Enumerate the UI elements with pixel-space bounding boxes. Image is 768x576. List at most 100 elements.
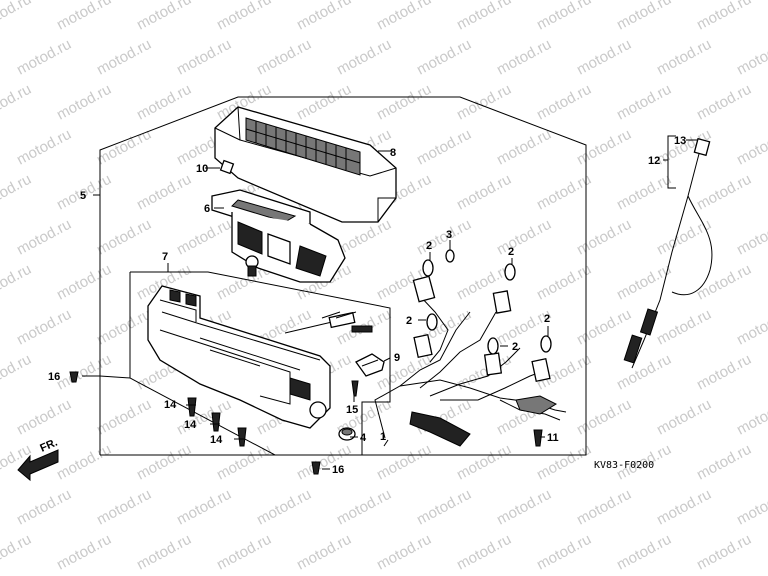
watermark-text: motod.ru bbox=[94, 306, 154, 349]
callout-12: 12 bbox=[648, 155, 660, 167]
watermark-text: motod.ru bbox=[0, 531, 34, 574]
meter-unit-part bbox=[211, 189, 346, 283]
watermark-text: motod.ru bbox=[534, 0, 594, 34]
watermark-text: motod.ru bbox=[94, 396, 154, 439]
watermark-text: motod.ru bbox=[0, 261, 34, 304]
watermark-text: motod.ru bbox=[334, 36, 394, 79]
callout-4: 4 bbox=[360, 432, 367, 444]
watermark-text: motod.ru bbox=[694, 81, 754, 124]
watermark-text: motod.ru bbox=[294, 531, 354, 574]
watermark-text: motod.ru bbox=[534, 81, 594, 124]
speedometer-cable-part bbox=[623, 137, 713, 369]
watermark-text: motod.ru bbox=[294, 441, 354, 484]
callout-2-top-left: 2 bbox=[426, 240, 432, 252]
callout-3: 3 bbox=[446, 229, 452, 241]
lower-case-part bbox=[147, 285, 331, 429]
watermark-text: motod.ru bbox=[374, 531, 434, 574]
watermark-text: motod.ru bbox=[134, 171, 194, 214]
watermark-text: motod.ru bbox=[134, 441, 194, 484]
cap-part-4 bbox=[338, 427, 356, 441]
watermark-text: motod.ru bbox=[614, 171, 674, 214]
callout-14-first: 14 bbox=[164, 399, 177, 411]
watermark-text: motod.ru bbox=[0, 351, 34, 394]
callout-7: 7 bbox=[162, 251, 168, 263]
watermark-text: motod.ru bbox=[614, 261, 674, 304]
watermark-text: motod.ru bbox=[734, 486, 768, 529]
watermark-text: motod.ru bbox=[574, 126, 634, 169]
watermark-text: motod.ru bbox=[454, 531, 514, 574]
watermark-text: motod.ru bbox=[694, 441, 754, 484]
watermark-text: motod.ru bbox=[94, 216, 154, 259]
watermark-text: motod.ru bbox=[0, 81, 34, 124]
watermark-text: motod.ru bbox=[454, 441, 514, 484]
watermark-text: motod.ru bbox=[214, 0, 274, 34]
watermark-text: motod.ru bbox=[14, 306, 74, 349]
callout-1: 1 bbox=[380, 431, 386, 443]
watermark-text: motod.ru bbox=[574, 486, 634, 529]
watermark-text: motod.ru bbox=[614, 0, 674, 34]
watermark-text: motod.ru bbox=[54, 81, 114, 124]
watermark-text: motod.ru bbox=[534, 531, 594, 574]
watermark-text: motod.ru bbox=[54, 0, 114, 34]
watermark-text: motod.ru bbox=[574, 396, 634, 439]
watermark-text: motod.ru bbox=[54, 441, 114, 484]
watermark-text: motod.ru bbox=[614, 351, 674, 394]
watermark-text: motod.ru bbox=[254, 486, 314, 529]
callout-15: 15 bbox=[346, 404, 358, 416]
callout-16-bottom: 16 bbox=[332, 464, 344, 476]
watermark-text: motod.ru bbox=[14, 36, 74, 79]
watermark-text: motod.ru bbox=[94, 486, 154, 529]
watermark-text: motod.ru bbox=[414, 486, 474, 529]
callout-5: 5 bbox=[80, 190, 86, 202]
watermark-text: motod.ru bbox=[54, 261, 114, 304]
watermark-text: motod.ru bbox=[654, 486, 714, 529]
watermark-text: motod.ru bbox=[374, 441, 434, 484]
watermark-text: motod.ru bbox=[454, 0, 514, 34]
assembly-boundary bbox=[99, 96, 587, 456]
watermark-text: motod.ru bbox=[694, 351, 754, 394]
watermark-text: motod.ru bbox=[574, 216, 634, 259]
bulbs-part-2 bbox=[422, 249, 552, 355]
watermark-text: motod.ru bbox=[414, 126, 474, 169]
grommet-part-9 bbox=[355, 353, 385, 377]
watermark-text: motod.ru bbox=[654, 216, 714, 259]
watermark-text: motod.ru bbox=[414, 36, 474, 79]
watermark-text: motod.ru bbox=[694, 0, 754, 34]
watermark-text: motod.ru bbox=[454, 81, 514, 124]
watermark-text: motod.ru bbox=[574, 36, 634, 79]
screw-part-11 bbox=[533, 429, 543, 447]
watermark-text: motod.ru bbox=[494, 486, 554, 529]
watermark-text: motod.ru bbox=[174, 216, 234, 259]
watermark-text: motod.ru bbox=[374, 351, 434, 394]
watermark-text: motod.ru bbox=[694, 171, 754, 214]
subassembly-boundary bbox=[129, 271, 391, 456]
watermark-text: motod.ru bbox=[14, 216, 74, 259]
callout-2-right: 2 bbox=[544, 313, 550, 325]
watermark-text: motod.ru bbox=[494, 36, 554, 79]
watermark-text: motod.ru bbox=[574, 306, 634, 349]
watermark-text: motod.ru bbox=[214, 531, 274, 574]
watermark-text: motod.ru bbox=[734, 36, 768, 79]
watermark-text: motod.ru bbox=[374, 0, 434, 34]
upper-case-part bbox=[214, 106, 397, 223]
watermark-text: motod.ru bbox=[694, 531, 754, 574]
grille bbox=[245, 117, 361, 176]
watermark-text: motod.ru bbox=[534, 171, 594, 214]
watermark-text: motod.ru bbox=[54, 531, 114, 574]
watermark-text: motod.ru bbox=[694, 261, 754, 304]
callout-2-middle-left: 2 bbox=[406, 315, 412, 327]
leader-lines bbox=[82, 135, 698, 470]
watermark-text: motod.ru bbox=[734, 126, 768, 169]
front-direction-arrow: FR. bbox=[17, 437, 59, 482]
callout-10: 10 bbox=[196, 163, 208, 175]
callout-14-third: 14 bbox=[210, 434, 223, 446]
watermark-text: motod.ru bbox=[454, 351, 514, 394]
callout-2-middle-right: 2 bbox=[512, 341, 518, 353]
watermark-text: motod.ru bbox=[534, 261, 594, 304]
callout-14-second: 14 bbox=[184, 419, 197, 431]
bracket-part bbox=[284, 311, 373, 334]
screw-part-15 bbox=[351, 380, 359, 397]
